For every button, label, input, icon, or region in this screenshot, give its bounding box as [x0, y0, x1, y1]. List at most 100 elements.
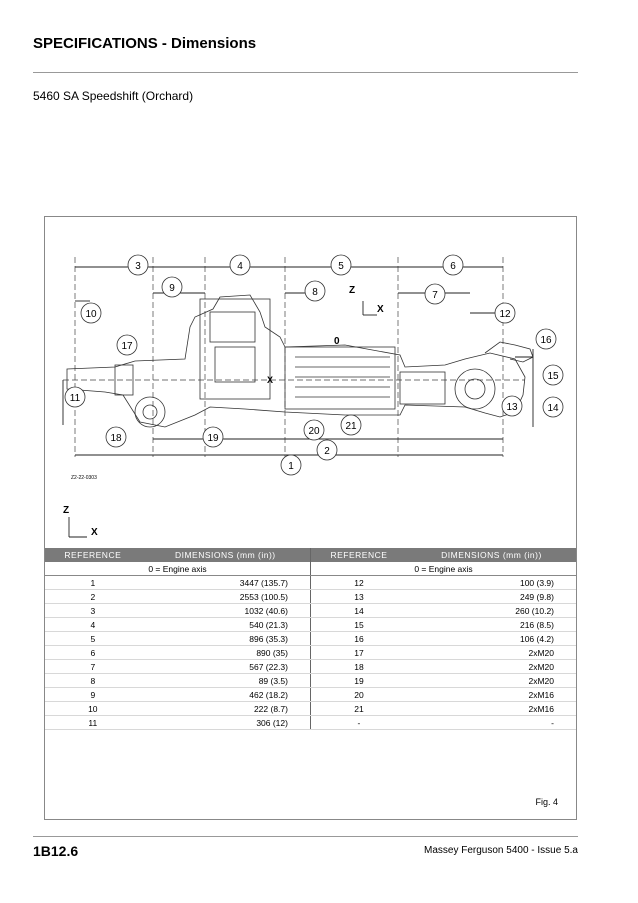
- dimension-cell: 100 (3.9): [406, 575, 576, 590]
- reference-cell: 4: [45, 617, 141, 632]
- callout-3: 3: [127, 254, 149, 276]
- dimension-cell: 2xM16: [406, 687, 576, 702]
- callout-17: 17: [116, 334, 138, 356]
- callout-12: 12: [494, 302, 516, 324]
- dimension-cell: 306 (12): [140, 715, 311, 730]
- svg-text:18: 18: [110, 433, 122, 444]
- svg-text:14: 14: [547, 403, 559, 414]
- svg-text:9: 9: [169, 283, 175, 294]
- axis-note: 0 = Engine axis: [45, 562, 311, 576]
- page-subtitle: 5460 SA Speedshift (Orchard): [33, 89, 194, 103]
- dimension-lines: [62, 266, 534, 456]
- svg-text:21: 21: [345, 421, 357, 432]
- tractor-outline: [66, 294, 534, 428]
- dimension-cell: 249 (9.8): [406, 589, 576, 604]
- callout-20: 20: [303, 419, 325, 441]
- drawing-axis-x-label: X: [377, 304, 384, 315]
- callout-18: 18: [105, 426, 127, 448]
- svg-text:2: 2: [324, 446, 330, 457]
- reference-cell: 8: [45, 673, 141, 688]
- callout-15: 15: [542, 364, 564, 386]
- svg-text:1: 1: [288, 461, 294, 472]
- svg-text:5: 5: [338, 261, 344, 272]
- svg-text:13: 13: [506, 402, 518, 413]
- origin-label: 0: [334, 336, 340, 347]
- axis-legend: Z X: [63, 505, 98, 538]
- callout-2: 2: [316, 439, 338, 461]
- drawing-axis-z-label: Z: [349, 285, 355, 296]
- reference-cell: 21: [310, 701, 407, 716]
- dimension-cell: 540 (21.3): [140, 617, 311, 632]
- svg-text:19: 19: [207, 433, 219, 444]
- reference-cell: 20: [310, 687, 407, 702]
- dimension-cell: 3447 (135.7): [140, 575, 311, 590]
- dimension-cell: 462 (18.2): [140, 687, 311, 702]
- callout-10: 10: [80, 302, 102, 324]
- dimension-cell: 567 (22.3): [140, 659, 311, 674]
- svg-text:11: 11: [70, 393, 81, 404]
- reference-cell: 9: [45, 687, 141, 702]
- reference-cell: 2: [45, 589, 141, 604]
- callout-14: 14: [542, 396, 564, 418]
- footer-divider: [33, 836, 578, 837]
- reference-cell: 13: [310, 589, 407, 604]
- reference-cell: 3: [45, 603, 141, 618]
- header-divider: [33, 72, 578, 73]
- drawing-code: Z2-22-0303: [71, 475, 97, 481]
- column-header: REFERENCE: [45, 548, 141, 562]
- dimension-cell: 216 (8.5): [406, 617, 576, 632]
- reference-cell: 15: [310, 617, 407, 632]
- legend-z-label: Z: [63, 505, 69, 516]
- callout-8: 8: [304, 280, 326, 302]
- column-header: DIMENSIONS (mm (in)): [140, 548, 311, 562]
- reference-cell: 16: [310, 631, 407, 646]
- callout-4: 4: [229, 254, 251, 276]
- svg-text:16: 16: [540, 335, 552, 346]
- callout-6: 6: [442, 254, 464, 276]
- dimension-cell: 2xM20: [406, 659, 576, 674]
- dimension-cell: 896 (35.3): [140, 631, 311, 646]
- reference-cell: 14: [310, 603, 407, 618]
- issue-text: Massey Ferguson 5400 - Issue 5.a: [424, 845, 578, 856]
- page-code: 1B12.6: [33, 843, 79, 859]
- svg-text:10: 10: [85, 309, 97, 320]
- dimension-cell: -: [406, 715, 576, 730]
- dimension-cell: 2xM16: [406, 701, 576, 716]
- dimension-cell: 2xM20: [406, 673, 576, 688]
- reference-cell: 6: [45, 645, 141, 660]
- dimensions-table: REFERENCE DIMENSIONS (mm (in)) REFERENCE…: [45, 548, 576, 730]
- callout-9: 9: [161, 276, 183, 298]
- svg-text:20: 20: [308, 426, 320, 437]
- reference-cell: 10: [45, 701, 141, 716]
- callout-21: 21: [340, 414, 362, 436]
- page-title: SPECIFICATIONS - Dimensions: [33, 35, 257, 52]
- reference-cell: 19: [310, 673, 407, 688]
- svg-text:15: 15: [547, 371, 559, 382]
- reference-cell: 7: [45, 659, 141, 674]
- callout-13: 13: [501, 395, 523, 417]
- reference-cell: 18: [310, 659, 407, 674]
- dimension-cell: 890 (35): [140, 645, 311, 660]
- origin-axis-x-label: X: [267, 375, 273, 385]
- svg-text:17: 17: [121, 341, 133, 352]
- column-header: DIMENSIONS (mm (in)): [406, 548, 576, 562]
- callout-7: 7: [424, 283, 446, 305]
- reference-cell: 5: [45, 631, 141, 646]
- svg-text:12: 12: [499, 309, 511, 320]
- dimension-cell: 106 (4.2): [406, 631, 576, 646]
- reference-cell: -: [310, 715, 407, 730]
- dimension-cell: 2553 (100.5): [140, 589, 311, 604]
- callout-19: 19: [202, 426, 224, 448]
- callout-5: 5: [330, 254, 352, 276]
- svg-text:6: 6: [450, 261, 456, 272]
- axis-note-row: 0 = Engine axis 0 = Engine axis: [45, 562, 576, 576]
